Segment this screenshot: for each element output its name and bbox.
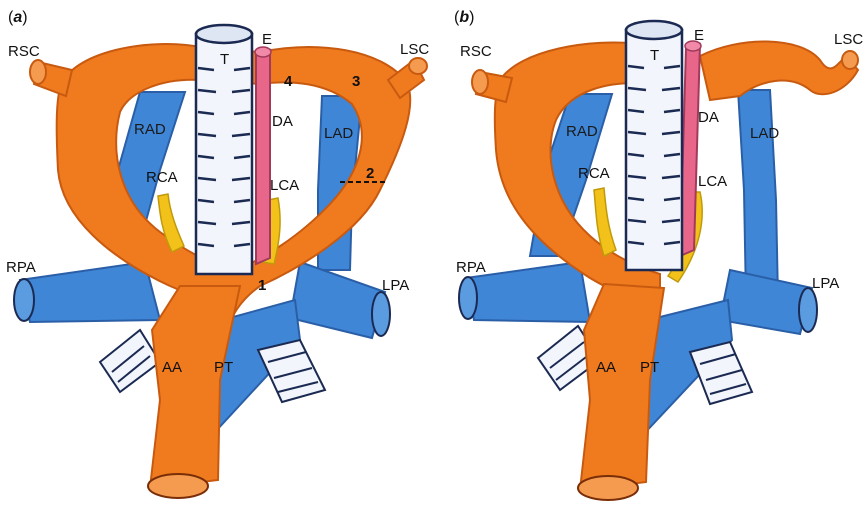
panel-b-label-aa: AA xyxy=(596,359,616,376)
panel-a-rpa-opening xyxy=(14,279,34,321)
panel-a-aa-opening xyxy=(148,474,208,498)
panel-a-right-bronchus xyxy=(100,330,160,392)
panel-b-label-rca: RCA xyxy=(578,165,610,182)
panel-b-label-lpa: LPA xyxy=(812,275,839,292)
panel-b-lad-vessel xyxy=(738,90,778,300)
panel-a-label-lca: LCA xyxy=(270,177,299,194)
panel-b-label-rsc: RSC xyxy=(460,43,492,60)
panel-b-left-bronchus xyxy=(690,342,752,404)
panel-b-tag: (b) xyxy=(454,9,474,26)
panel-a-esophagus xyxy=(256,50,270,264)
panel-b-left-arch-remnant xyxy=(700,41,858,100)
panel-a-label-rad: RAD xyxy=(134,121,166,138)
panel-a-number-1: 1 xyxy=(258,277,266,294)
panel-b-label-lad: LAD xyxy=(750,125,779,142)
panel-a-label-rpa: RPA xyxy=(6,259,36,276)
panel-a-label-pt: PT xyxy=(214,359,233,376)
panel-b-label-lca: LCA xyxy=(698,173,727,190)
panel-a-label-lad: LAD xyxy=(324,125,353,142)
panel-a-rpa-vessel xyxy=(20,262,160,322)
panel-b-aa-opening xyxy=(578,476,638,500)
panel-b-label-rad: RAD xyxy=(566,123,598,140)
panel-b-label-pt: PT xyxy=(640,359,659,376)
panel-a-number-3: 3 xyxy=(352,73,360,90)
panel-a-label-lsc: LSC xyxy=(400,41,429,58)
panel-a-left-bronchus xyxy=(258,340,325,402)
panel-a-lpa-opening xyxy=(372,292,390,336)
panel-a: (a) RSC LSC T E RAD LAD DA RCA LCA RPA L… xyxy=(6,9,429,498)
panel-a-label-da: DA xyxy=(272,113,293,130)
panel-a-label-rsc: RSC xyxy=(8,43,40,60)
panel-b-lpa-opening xyxy=(799,288,817,332)
panel-a-number-4: 4 xyxy=(284,73,293,90)
panel-a-label-e: E xyxy=(262,31,272,48)
panel-b-rpa-opening xyxy=(459,277,477,319)
panel-a-label-rca: RCA xyxy=(146,169,178,186)
panel-a-label-aa: AA xyxy=(162,359,182,376)
panel-a-number-2: 2 xyxy=(366,165,374,182)
panel-a-label-lpa: LPA xyxy=(382,277,409,294)
panel-b-label-e: E xyxy=(694,27,704,44)
panel-b: (b) RSC LSC T E RAD LAD DA RCA LCA RPA L… xyxy=(454,9,863,500)
panel-b-lpa-vessel xyxy=(720,270,812,334)
panel-b-label-t: T xyxy=(650,47,659,64)
panel-a-lpa-vessel xyxy=(290,262,385,338)
panel-b-label-rpa: RPA xyxy=(456,259,486,276)
panel-a-tag: (a) xyxy=(8,9,28,26)
panel-a-label-t: T xyxy=(220,51,229,68)
panel-b-label-lsc: LSC xyxy=(834,31,863,48)
panel-b-label-da: DA xyxy=(698,109,719,126)
